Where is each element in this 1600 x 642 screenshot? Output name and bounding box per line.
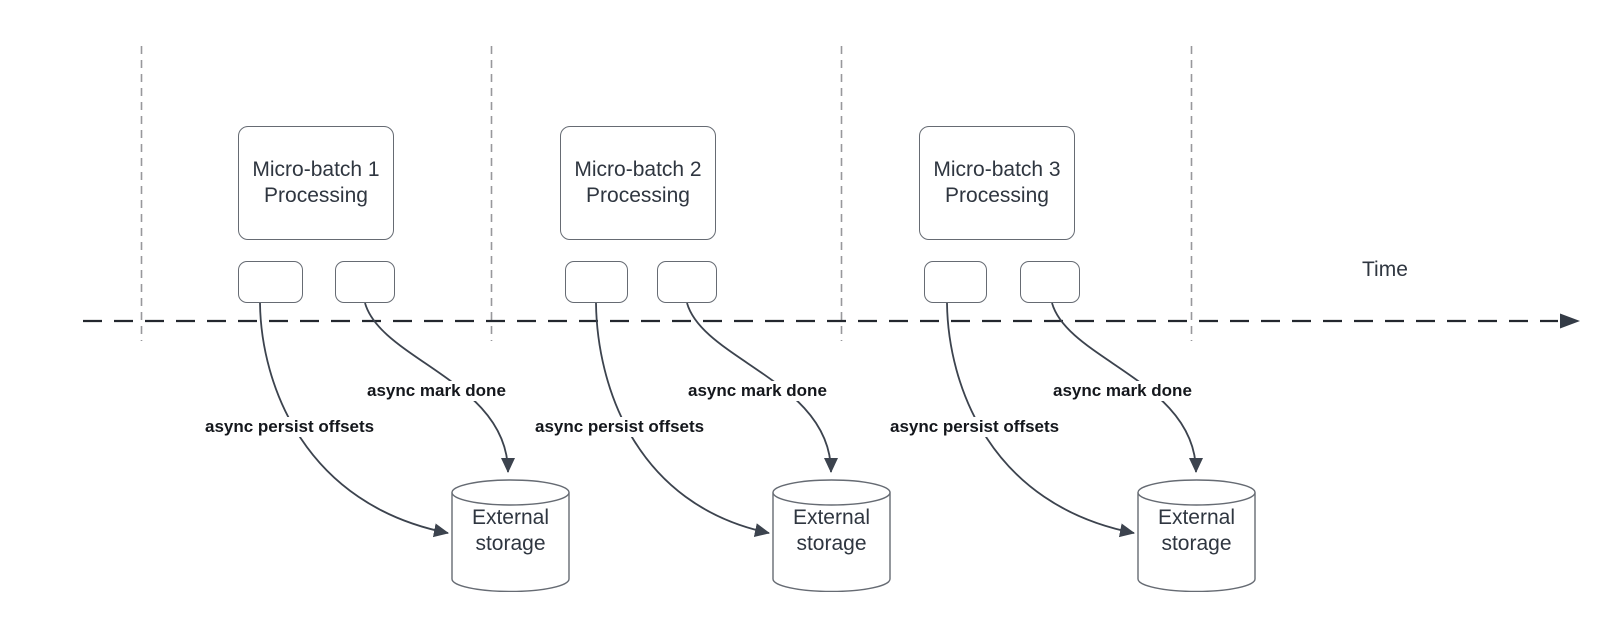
time-axis — [83, 313, 1580, 329]
external-storage-label: External storage — [471, 506, 550, 555]
external-storage-label: External storage — [1157, 506, 1236, 555]
micro-batch-2-sublabel: Processing — [586, 184, 690, 207]
micro-batch-1-box: Micro-batch 1 Processing — [238, 126, 394, 240]
mark-done-label: async mark done — [687, 381, 828, 401]
time-axis-arrowhead-icon — [1560, 313, 1580, 329]
persist-offsets-arrow — [259, 302, 449, 538]
external-storage-cylinder: External storage — [1137, 479, 1256, 593]
offset-checkpoint-box — [565, 261, 628, 303]
persist-offsets-arrow — [595, 302, 770, 537]
mark-done-arrow — [364, 302, 515, 473]
mark-done-label: async mark done — [1052, 381, 1193, 401]
external-storage-cylinder: External storage — [451, 479, 570, 593]
persist-offsets-label: async persist offsets — [204, 417, 376, 437]
micro-batch-3-label: Micro-batch 3 — [933, 158, 1061, 181]
micro-batch-1-label: Micro-batch 1 — [252, 158, 380, 181]
mark-done-arrow — [686, 302, 838, 473]
external-storage-cylinder: External storage — [772, 479, 891, 593]
persist-offsets-label: async persist offsets — [534, 417, 706, 437]
commit-checkpoint-box — [657, 261, 717, 303]
cylinder-shape-icon — [772, 479, 891, 593]
persist-offsets-label: async persist offsets — [889, 417, 1061, 437]
offset-checkpoint-box — [238, 261, 303, 303]
cylinder-shape-icon — [1137, 479, 1256, 593]
external-storage-label: External storage — [792, 506, 871, 555]
micro-batch-1-sublabel: Processing — [264, 184, 368, 207]
micro-batch-2-box: Micro-batch 2 Processing — [560, 126, 716, 240]
mark-done-arrow — [1051, 302, 1203, 473]
micro-batch-3-box: Micro-batch 3 Processing — [919, 126, 1075, 240]
time-axis-label: Time — [1362, 258, 1408, 281]
commit-checkpoint-box — [335, 261, 395, 303]
commit-checkpoint-box — [1020, 261, 1080, 303]
micro-batch-2-label: Micro-batch 2 — [574, 158, 702, 181]
mark-done-label: async mark done — [366, 381, 507, 401]
micro-batch-3-sublabel: Processing — [945, 184, 1049, 207]
offset-checkpoint-box — [924, 261, 987, 303]
persist-offsets-arrow — [946, 302, 1135, 538]
cylinder-shape-icon — [451, 479, 570, 593]
